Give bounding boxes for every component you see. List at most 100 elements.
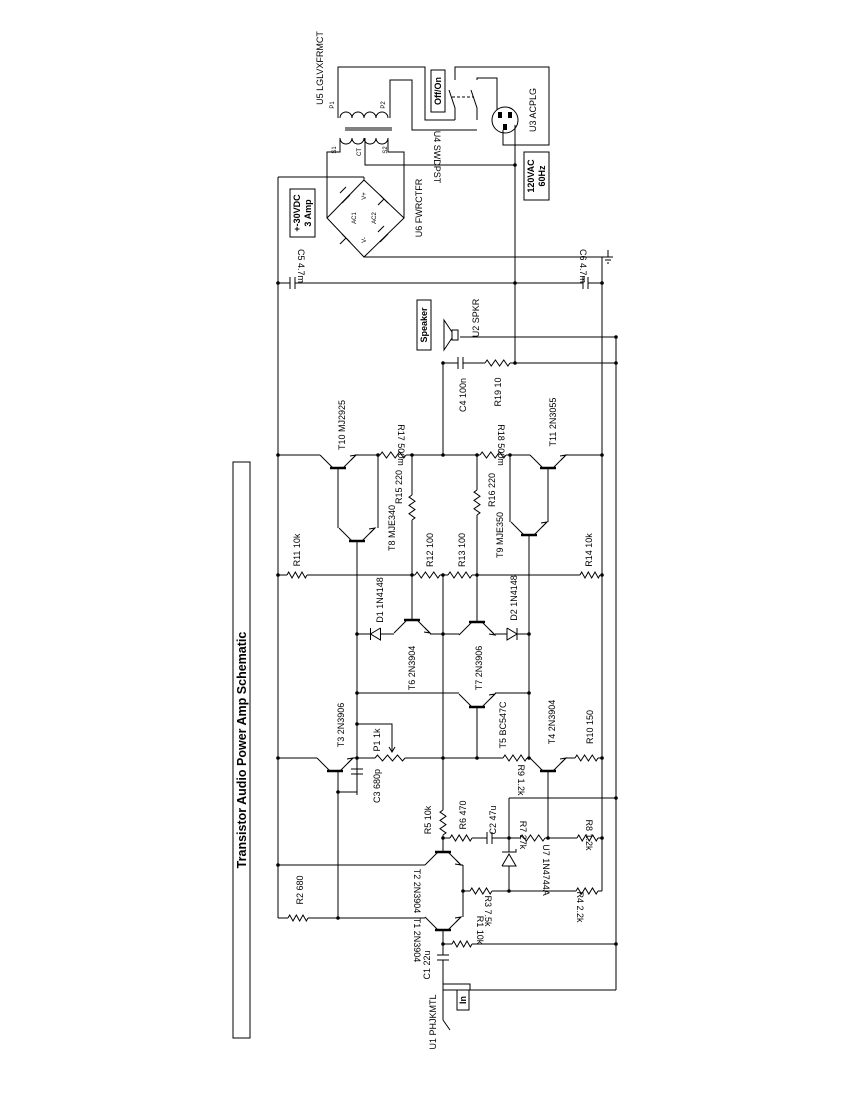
junction-dot (461, 889, 465, 893)
label-d2: D2 1N4148 (509, 575, 519, 621)
schematic-title: Transistor Audio Power Amp Schematic (235, 632, 249, 869)
input-jack-icon (442, 983, 471, 991)
transformer-secondary-coil (339, 137, 389, 145)
switch-pole-1 (448, 89, 456, 120)
pin-p2: P2 (381, 101, 387, 109)
resistor-r3 (469, 887, 493, 895)
pin-vminus: V- (362, 237, 368, 243)
junction-dot (600, 573, 604, 577)
label-t9: T9 MJE350 (495, 512, 505, 558)
resistor-r9 (502, 754, 528, 762)
ac-plug-pin (508, 112, 512, 118)
bridge-rectifier (326, 179, 405, 258)
junction-dot (527, 691, 531, 695)
wires (277, 125, 617, 1020)
junction-dot (475, 453, 479, 457)
junction-dot (614, 361, 618, 365)
pin-s1: S1 (332, 146, 338, 154)
junction-dot (441, 836, 445, 840)
label-t10: T10 MJ2925 (337, 400, 347, 450)
junction-dot (614, 942, 618, 946)
label-r9: R9 1.2k (516, 764, 526, 796)
junction-dot (508, 453, 512, 457)
switch-wire-4 (476, 77, 498, 110)
switch-label-box (430, 69, 446, 113)
junction-dot (600, 453, 604, 457)
transformer-s1-wire (326, 138, 341, 218)
transistor-t1 (424, 916, 463, 932)
junction-dot (546, 836, 550, 840)
junction-dot (614, 335, 618, 339)
input-label: In (458, 996, 468, 1004)
junction-dot (527, 632, 531, 636)
junction-dot (441, 942, 445, 946)
label-t5: T5 BC547C (498, 701, 508, 749)
speaker-label-box (416, 299, 432, 351)
label-r5: R5 10k (423, 805, 433, 834)
label-c5: C5 4.7m (296, 249, 306, 283)
label-u7: U7 1N4744A (541, 844, 551, 896)
power-spec-current: 3 Amp (303, 199, 313, 227)
transistor-t7 (458, 620, 497, 636)
diode-icon (339, 233, 351, 245)
resistor-r11 (286, 570, 308, 580)
label-u4: U4 SWDPST (432, 131, 442, 184)
resistor-r5 (439, 809, 447, 836)
junction-dot (376, 453, 380, 457)
resistor-r19 (484, 359, 511, 367)
resistor-r16 (473, 489, 481, 516)
potentiometer-p1 (374, 754, 406, 762)
label-r2: R2 680 (295, 875, 305, 904)
label-r7: R7 27k (518, 821, 528, 850)
resistor-r8 (576, 834, 599, 842)
components (276, 66, 618, 1031)
junction-dot (355, 722, 359, 726)
label-c1: C1 22u (422, 950, 432, 979)
label-r18: R18 500m (496, 424, 506, 466)
ground-icon (603, 250, 613, 264)
junction-dot (276, 453, 280, 457)
label-c3: C3 680p (372, 769, 382, 803)
speaker-label: Speaker (419, 307, 429, 343)
label-r4: R4 2.2k (575, 891, 585, 923)
diode-icon (377, 225, 389, 243)
transistor-t4 (529, 757, 568, 773)
resistor-r14 (579, 570, 601, 580)
label-t11: T11 2N3055 (548, 398, 558, 447)
resistor-r6 (449, 834, 473, 842)
label-r6: R6 470 (458, 800, 468, 829)
resistor-r4 (575, 887, 599, 895)
junction-dot (441, 632, 445, 636)
mains-spec-box (523, 151, 550, 201)
resistor-r12 (414, 571, 441, 579)
label-c4: C4 100n (458, 378, 468, 412)
transistor-t10 (319, 454, 358, 470)
transistor-t11 (529, 454, 568, 470)
junction-dot (600, 756, 604, 760)
label-r14: R14 10k (584, 533, 594, 567)
pin-ac2: AC2 (372, 212, 378, 224)
junction-dot (441, 453, 445, 457)
transformer-ct-wire (364, 138, 515, 166)
label-c2: C2 47u (488, 805, 498, 834)
label-t1: T1 2N3904 (412, 918, 422, 963)
label-t8: T8 MJE340 (387, 505, 397, 551)
label-d1: D1 1N4148 (375, 577, 385, 623)
pin-ac1: AC1 (352, 212, 358, 224)
junction-dot (513, 281, 517, 285)
label-t7: T7 2N3906 (474, 646, 484, 691)
label-r8: R8 1.2k (584, 819, 594, 851)
label-u2: U2 SPKR (471, 298, 481, 337)
label-r15: R15 220 (394, 470, 404, 504)
junction-dot (441, 756, 445, 760)
label-r16: R16 220 (487, 473, 497, 507)
label-r13: R13 100 (457, 533, 467, 567)
label-t6: T6 2N3904 (407, 646, 417, 691)
pin-ct: CT (357, 148, 363, 156)
resistor-r1 (451, 939, 473, 949)
transistor-t2 (424, 850, 463, 866)
resistor-r7 (519, 834, 546, 842)
label-u3: U3 ACPLG (528, 88, 538, 132)
diode-icon (377, 194, 389, 206)
